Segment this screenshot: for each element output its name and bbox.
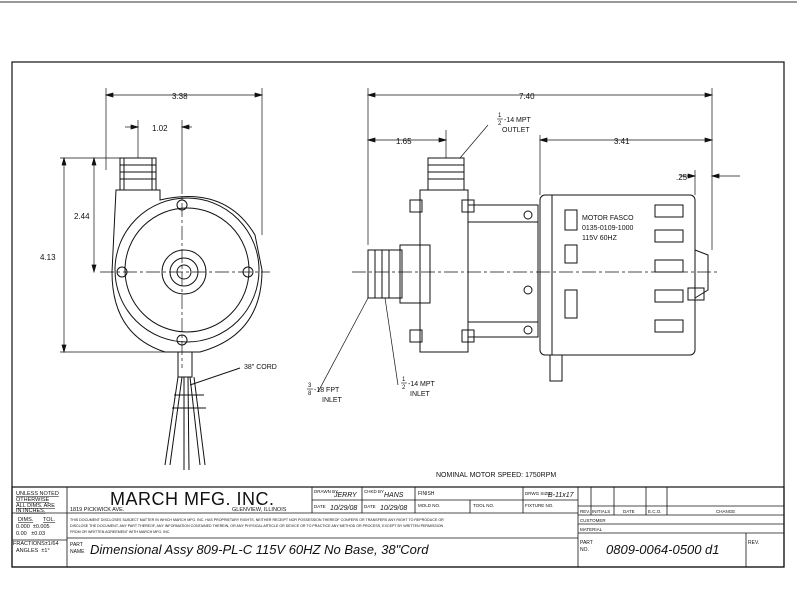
svg-text:INLET: INLET xyxy=(322,397,343,404)
front-housing xyxy=(111,189,263,353)
part-no-label-2: NO. xyxy=(580,547,589,553)
note-line-3: ALL DIMS. ARE xyxy=(16,503,55,509)
svg-text:INLET: INLET xyxy=(410,391,431,398)
dim-length-total: 7.40 xyxy=(519,92,535,101)
date-label-1: DATE xyxy=(314,504,326,509)
front-motor-outline xyxy=(114,197,260,343)
company-city: GLENVIEW, ILLINOIS xyxy=(232,507,287,513)
svg-text:1: 1 xyxy=(402,377,406,383)
tol-tol-header: TOL. xyxy=(43,517,56,523)
side-pump-head xyxy=(467,204,539,338)
front-dimensions xyxy=(60,88,264,354)
chkd-by-value: HANS xyxy=(384,492,404,499)
date-col-label: DATE xyxy=(623,509,635,514)
svg-text:-14 MPT: -14 MPT xyxy=(408,381,436,388)
front-outlet-fitting xyxy=(119,157,157,191)
tol-dims-header: DIMS. xyxy=(18,517,34,523)
dim-height-total: 4.13 xyxy=(40,253,56,262)
part-name-label-1: PART xyxy=(70,542,83,548)
dwg-size-value: B-11x17 xyxy=(548,492,575,499)
company-address: 1819 PICKWICK AVE. xyxy=(70,507,125,513)
svg-text:3: 3 xyxy=(308,383,312,389)
disclaimer-line-2: DISCLOSE THE DOCUMENT, ANY PART THEREOF,… xyxy=(70,524,444,528)
side-dimensions xyxy=(317,88,740,393)
date-drawn: 10/29/08 xyxy=(330,505,357,512)
side-outlet-fitting xyxy=(427,157,465,191)
dim-end-cap: .25 xyxy=(676,173,688,182)
dim-outlet-from-inlet: 1.65 xyxy=(396,137,412,146)
motor-label-2: 0135-0109-1000 xyxy=(582,225,633,232)
date-chkd: 10/29/08 xyxy=(380,505,407,512)
company-name: MARCH MFG. INC. xyxy=(110,489,275,509)
screw-top xyxy=(176,199,188,211)
motor-label-3: 115V 60HZ xyxy=(582,235,618,242)
motor-speed-note: NOMINAL MOTOR SPEED: 1750RPM xyxy=(436,472,556,479)
date-label-2: DATE xyxy=(364,504,376,509)
dim-motor-length: 3.41 xyxy=(614,137,630,146)
svg-text:1: 1 xyxy=(498,113,502,119)
side-motor-body xyxy=(539,194,696,356)
part-name: Dimensional Assy 809-PL-C 115V 60HZ No B… xyxy=(90,542,429,557)
rev-col-label: REV. xyxy=(580,509,590,514)
side-view xyxy=(352,157,720,382)
svg-text:-18 FPT: -18 FPT xyxy=(314,387,340,394)
cord-wire-3 xyxy=(189,376,201,466)
tool-no-label: TOOL NO. xyxy=(473,503,494,508)
cord-leader xyxy=(189,367,241,386)
svg-text:2: 2 xyxy=(402,385,406,391)
svg-text:8: 8 xyxy=(308,391,312,397)
disclaimer-line-1: THIS DOCUMENT DISCLOSES SUBJECT MATTER I… xyxy=(70,518,444,522)
tol-row-1: 0.000 ±0.005 xyxy=(16,524,50,530)
cord-wire-1 xyxy=(164,376,179,466)
chkd-by-label: CHKD BY xyxy=(364,489,384,494)
dim-width-front: 3.38 xyxy=(172,92,188,101)
svg-text:-14 MPT: -14 MPT xyxy=(504,117,532,124)
dim-height-center: 2.44 xyxy=(74,212,90,221)
side-inlet-fitting xyxy=(367,249,403,299)
front-view xyxy=(100,157,270,471)
tol-row-4: ANGLES ±1° xyxy=(16,548,50,554)
drawn-by-value: JERRY xyxy=(333,492,358,499)
screw-right xyxy=(242,266,254,278)
motor-label-1: MOTOR FASCO xyxy=(582,215,634,222)
drawn-by-label: DRAWN BY xyxy=(314,489,338,494)
side-cord-stub xyxy=(549,354,563,382)
note-line-4: IN INCHES. xyxy=(16,508,46,514)
screw-left xyxy=(116,266,128,278)
svg-text:2: 2 xyxy=(498,121,502,127)
material-label: MATERIAL xyxy=(580,527,603,532)
side-flange xyxy=(419,189,469,353)
side-end-cap xyxy=(694,249,709,299)
inlet-fpt-callout: 3 8 -18 FPT INLET xyxy=(307,383,343,404)
finish-label: FINISH xyxy=(418,491,435,497)
inlet-mpt-callout: 1 2 -14 MPT INLET xyxy=(401,377,436,398)
screw-bottom xyxy=(176,334,188,346)
outlet-callout: 1 2 -14 MPT OUTLET xyxy=(497,113,532,134)
part-number: 0809-0064-0500 d1 xyxy=(606,542,720,557)
note-line-1: UNLESS NOTED xyxy=(16,491,59,497)
cord-callout: 38" CORD xyxy=(244,364,277,371)
eco-col-label: E.C.O. xyxy=(648,509,662,514)
fixture-no-label: FIXTURE NO. xyxy=(525,503,554,508)
tol-row-2: 0.00 ±0.03 xyxy=(16,531,45,537)
part-name-label-2: NAME xyxy=(70,549,85,555)
disclaimer-line-3: FROM OR WRITTEN AGREEMENT WITH MARCH MFG… xyxy=(70,530,170,534)
front-cord-stub xyxy=(177,351,193,378)
customer-label: CUSTOMER xyxy=(580,518,606,523)
svg-text:OUTLET: OUTLET xyxy=(502,127,530,134)
part-no-label-1: PART xyxy=(580,540,593,546)
mold-no-label: MOLD NO. xyxy=(418,503,440,508)
change-col-label: CHANGE xyxy=(716,509,735,514)
dim-offset-outlet: 1.02 xyxy=(152,124,168,133)
rev-label-2: REV. xyxy=(748,540,759,546)
dwg-size-label: DRWG SIZE xyxy=(525,491,550,496)
title-block xyxy=(11,486,785,568)
note-line-2: OTHERWISE xyxy=(16,497,50,503)
tol-row-3: FRACTIONS±1/64 xyxy=(13,541,59,547)
initials-col-label: INITIALS xyxy=(592,509,610,514)
